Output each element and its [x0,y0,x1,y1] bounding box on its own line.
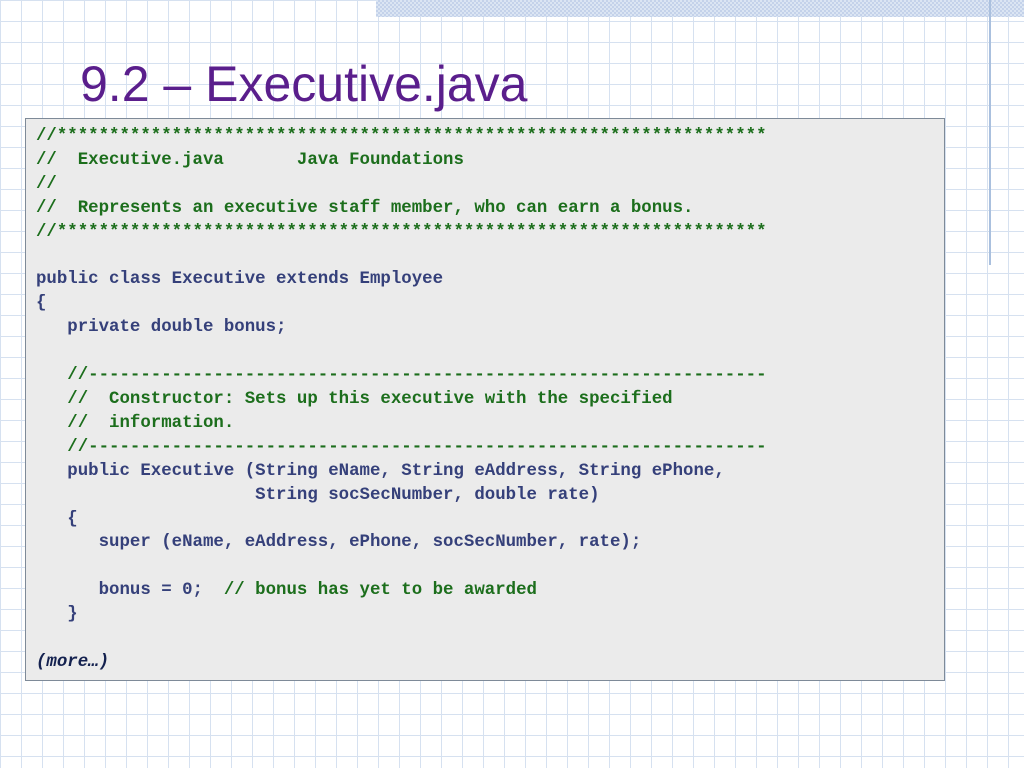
code-listing: //**************************************… [36,125,944,675]
code-line-text: //--------------------------------------… [36,437,767,457]
code-line: // Constructor: Sets up this executive w… [36,389,673,409]
code-line: { [36,294,46,313]
code-listing-box: //**************************************… [25,118,945,681]
code-line-text: private double bonus; [36,318,287,338]
header-decoration-band [376,0,1024,17]
code-line-text: { [36,509,78,529]
code-line-text: // Executive.java Java Foundations [36,150,464,170]
code-line-text: public Executive (String eName, String e… [36,461,725,481]
code-line: super (eName, eAddress, ePhone, socSecNu… [36,533,642,553]
code-line-text: (more…) [36,652,110,672]
code-line: // information. [36,414,234,433]
code-line-text: //**************************************… [36,127,767,146]
code-line-text: // [36,174,57,194]
code-line: //**************************************… [36,127,767,146]
code-line: public class Executive extends Employee [36,270,443,289]
inline-comment: // bonus has yet to be awarded [223,581,537,601]
code-line-text: String socSecNumber, double rate) [36,485,600,505]
code-line: // Executive.java Java Foundations [36,151,464,170]
decorative-vertical-line [989,0,991,265]
code-line: // Represents an executive staff member,… [36,199,693,218]
code-line: // [36,175,57,194]
code-line-text: //--------------------------------------… [36,366,767,386]
code-line: public Executive (String eName, String e… [36,462,725,481]
code-line-text: // information. [36,413,235,433]
code-line-text: { [36,294,47,314]
slide-title: 9.2 – Executive.java [80,56,528,112]
code-line-text: public class Executive extends Employee [36,270,444,290]
code-line: private double bonus; [36,318,286,337]
code-line: } [36,605,78,625]
code-line: String socSecNumber, double rate) [36,485,600,505]
code-line: bonus = 0; // bonus has yet to be awarde… [36,581,537,600]
code-line: //--------------------------------------… [36,366,767,386]
code-line: //**************************************… [36,223,767,242]
code-line: //--------------------------------------… [36,437,767,457]
code-line-text: // Represents an executive staff member,… [36,198,694,218]
code-line: { [36,509,78,529]
code-line-text: // Constructor: Sets up this executive w… [36,389,673,409]
code-line: (more…) [36,653,109,672]
code-line-text: super (eName, eAddress, ePhone, socSecNu… [36,533,642,553]
code-line-text: } [36,605,78,625]
code-line-text: //**************************************… [36,222,767,242]
code-line-text: bonus = 0; [36,581,224,601]
